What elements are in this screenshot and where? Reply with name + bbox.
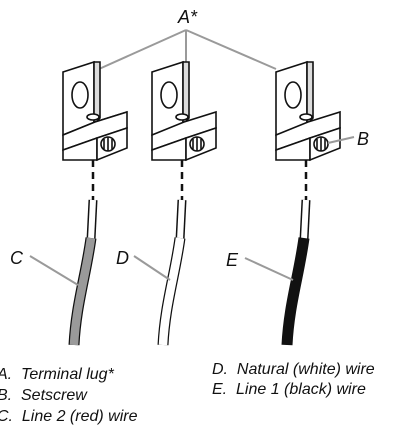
legend-item-c: C. Line 2 (red) wire [0, 408, 138, 425]
callout-c: C [10, 248, 24, 268]
callout-b: B [357, 129, 369, 149]
leader-line-b [327, 136, 355, 144]
legend-item-d: D. Natural (white) wire [212, 361, 375, 378]
callout-a: A* [177, 7, 198, 27]
wire-d-natural [157, 199, 187, 346]
terminal-lug-1 [62, 60, 128, 162]
insertion-guides [91, 160, 308, 200]
wire-c-line-2 [68, 199, 98, 346]
legend-item-a: A. Terminal lug* [0, 366, 115, 383]
wire-e-line-1 [281, 199, 311, 346]
callout-d: D [116, 248, 129, 268]
terminal-lug-3 [275, 60, 341, 162]
legend-item-b: B. Setscrew [0, 387, 88, 404]
terminal-lug-2 [151, 60, 217, 162]
legend-item-e: E. Line 1 (black) wire [212, 381, 366, 398]
leader-lines-cde [29, 255, 294, 286]
legend: A. Terminal lug* B. Setscrew C. Line 2 (… [0, 361, 375, 425]
callout-e: E [226, 250, 239, 270]
